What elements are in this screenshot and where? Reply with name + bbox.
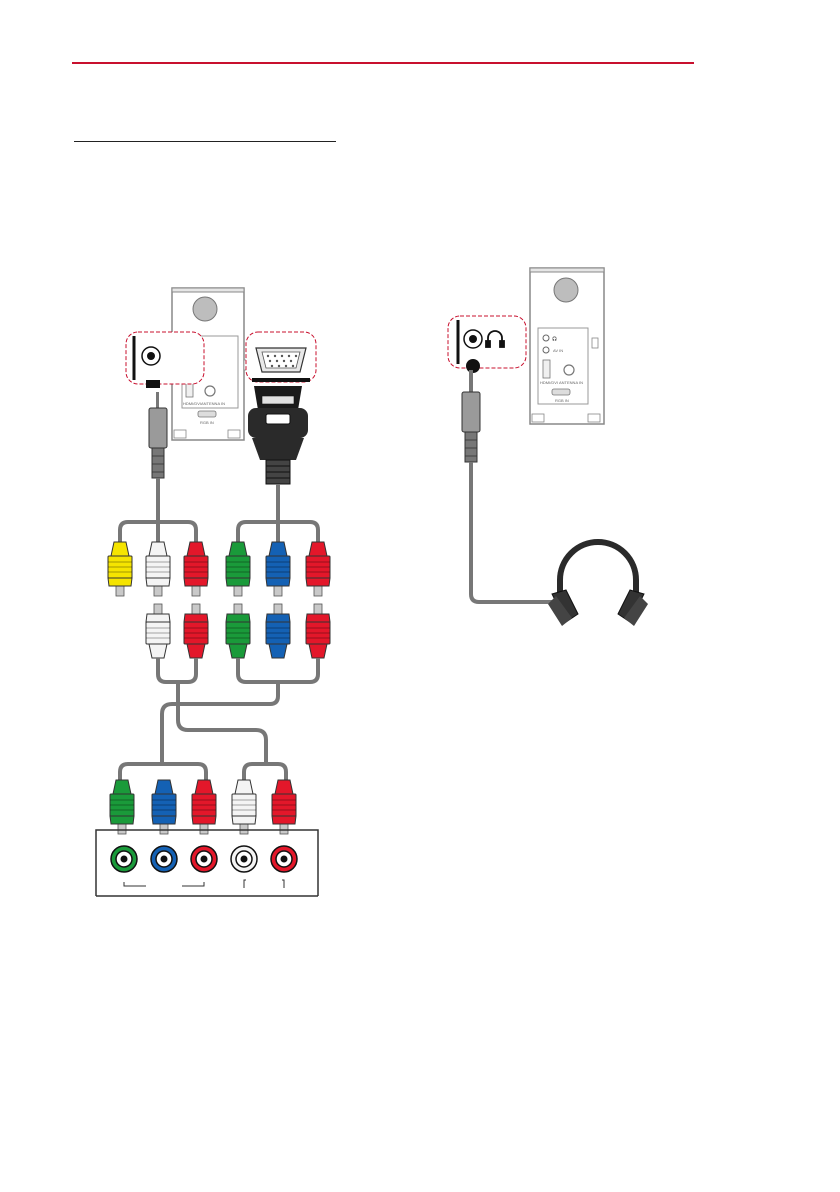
svg-text:🎧: 🎧 bbox=[552, 336, 557, 341]
headphones-icon bbox=[548, 542, 648, 626]
rca-plug-red-bottom-2 bbox=[272, 780, 296, 834]
rca-plug-white-bottom bbox=[232, 780, 256, 834]
bottom-rca-row bbox=[110, 780, 296, 834]
rca-plug-blue-bottom bbox=[152, 780, 176, 834]
rca-plug-green-bottom bbox=[110, 780, 134, 834]
av-jack-plug bbox=[149, 392, 167, 478]
middle-rca-row bbox=[146, 604, 330, 658]
headphone-plug bbox=[462, 370, 480, 462]
rca-plug-red-mid bbox=[184, 604, 208, 658]
rgb-in-label-right: RGB IN bbox=[555, 398, 569, 403]
rca-plug-green-mid bbox=[226, 604, 250, 658]
rca-plug-green bbox=[226, 542, 250, 596]
rca-plug-yellow bbox=[108, 542, 132, 596]
rca-plug-red-bottom bbox=[192, 780, 216, 834]
rgb-in-port-callout bbox=[246, 332, 316, 382]
rca-plug-red-2 bbox=[306, 542, 330, 596]
rca-plug-red bbox=[184, 542, 208, 596]
rca-plug-white bbox=[146, 542, 170, 596]
rgb-in-label: RGB IN bbox=[200, 420, 214, 425]
monitor-back-right: 🎧 AV IN HDMI/DVI ANTENNA IN RGB IN bbox=[530, 268, 604, 424]
component-jacks bbox=[111, 846, 217, 872]
hdmi-dvi-label-right: HDMI/DVI bbox=[540, 380, 558, 385]
rca-plug-red-mid-2 bbox=[306, 604, 330, 658]
hdmi-dvi-label: HDMI/DVI bbox=[183, 401, 201, 406]
av-in-label: AV IN bbox=[553, 348, 563, 353]
top-rca-row bbox=[108, 542, 330, 596]
av-in-jack-callout bbox=[126, 332, 204, 388]
audio-jacks bbox=[231, 846, 297, 872]
headphone-jack-callout bbox=[448, 316, 526, 373]
rgb-cable-connector bbox=[248, 386, 308, 484]
rca-plug-blue bbox=[266, 542, 290, 596]
rca-plug-blue-mid bbox=[266, 604, 290, 658]
external-device-panel bbox=[96, 830, 318, 896]
antenna-in-label-right: ANTENNA IN bbox=[559, 380, 583, 385]
antenna-in-label: ANTENNA IN bbox=[201, 401, 225, 406]
rca-plug-white-mid bbox=[146, 604, 170, 658]
